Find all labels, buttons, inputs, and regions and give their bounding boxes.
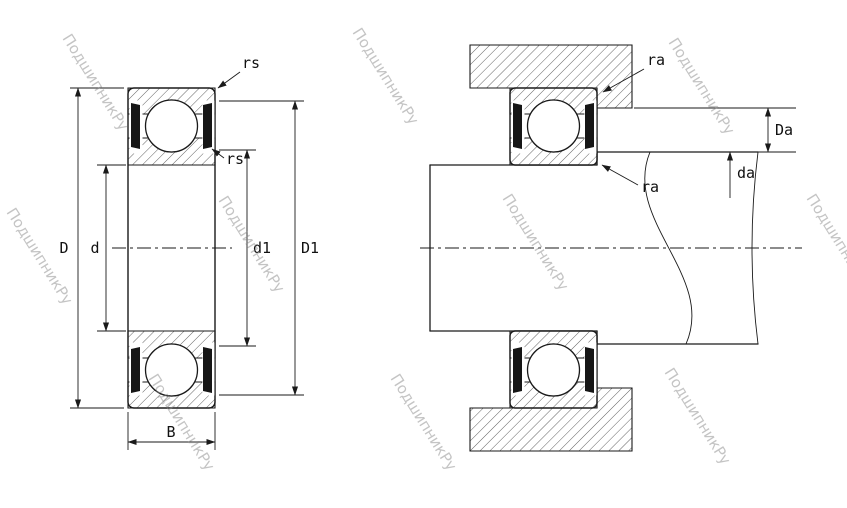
right-view-dimensions: ra ra Da da	[601, 51, 796, 198]
shield-seal	[203, 347, 212, 393]
leader-line-ra-inner	[601, 164, 639, 186]
watermark-text: ПодшипникРу	[803, 191, 847, 294]
leader-line-rs-top	[217, 71, 241, 89]
label-d: d	[90, 239, 99, 257]
watermark-text: ПодшипникРу	[349, 25, 423, 128]
label-ra-top: ra	[647, 51, 665, 69]
shield-seal	[585, 347, 594, 393]
label-ra-inner: ra	[641, 178, 659, 196]
label-d1: d1	[253, 239, 271, 257]
leader-line-rs-inner	[211, 148, 225, 159]
ball-top	[526, 99, 581, 153]
label-B: B	[166, 423, 175, 441]
shield-seal	[131, 103, 140, 149]
label-D: D	[59, 239, 68, 257]
label-D1: D1	[301, 239, 319, 257]
label-rs-top: rs	[242, 54, 260, 72]
shield-seal	[585, 103, 594, 149]
watermark-text: ПодшипникРу	[499, 191, 573, 294]
shaft-break-curve	[644, 151, 693, 345]
shield-seal	[131, 347, 140, 393]
watermark-text: ПодшипникРу	[59, 31, 133, 134]
leader-line-ra-top	[602, 68, 645, 93]
shield-seal	[203, 103, 212, 149]
label-Da: Da	[775, 121, 793, 139]
watermark-text: ПодшипникРу	[665, 35, 739, 138]
label-rs-inner: rs	[226, 150, 244, 168]
shield-seal	[513, 347, 522, 393]
right-view-mounting-section	[420, 44, 802, 452]
left-view-dimensions: D d d1 D1 B rs rs	[59, 54, 319, 450]
watermark-text: ПодшипникРу	[215, 193, 289, 296]
shield-seal	[513, 103, 522, 149]
ball-bottom	[144, 343, 199, 397]
watermark-text: ПодшипникРу	[661, 365, 735, 468]
left-view-bearing-section	[112, 87, 232, 409]
ball-bottom	[526, 343, 581, 397]
ball-top	[144, 99, 199, 153]
watermark-text: ПодшипникРу	[387, 371, 461, 474]
label-da: da	[737, 164, 755, 182]
